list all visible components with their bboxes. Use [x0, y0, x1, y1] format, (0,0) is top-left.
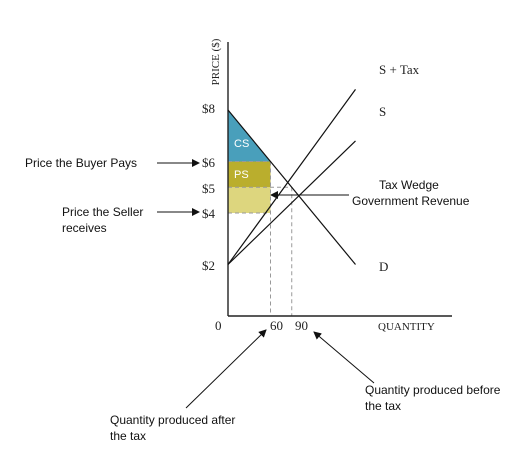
region-government-revenue [228, 187, 271, 213]
curve-d [227, 109, 356, 265]
curves [227, 89, 356, 265]
x-tick-label: 0 [215, 318, 222, 333]
arrow-qty-before [313, 331, 375, 384]
annotation-seller-receives-line2: receives [62, 221, 107, 235]
annotation-government-revenue: Government Revenue [352, 194, 470, 208]
y-axis-title: PRICE ($) [210, 38, 222, 85]
series-label-s: S [379, 104, 386, 119]
guide-lines [228, 161, 293, 316]
curve-s [227, 140, 356, 265]
annotation-buyer-pays: Price the Buyer Pays [25, 156, 137, 170]
y-tick-label: $8 [202, 101, 215, 116]
arrow-qty-after [185, 329, 267, 409]
y-tick-label: $4 [202, 206, 216, 221]
region-label-ps: PS [234, 169, 249, 181]
region-ps [228, 161, 271, 188]
curve-s-tax [227, 89, 356, 265]
x-axis-title: QUANTITY [378, 321, 435, 333]
annotation-qty-after-line2: the tax [110, 429, 146, 443]
annotation-seller-receives: Price the Seller [62, 205, 143, 219]
y-tick-label: $5 [202, 181, 215, 196]
annotation-qty-before-line2: the tax [365, 399, 401, 413]
x-tick-label: 60 [270, 318, 283, 333]
y-tick-label: $2 [202, 258, 215, 273]
x-tick-label: 90 [295, 318, 308, 333]
series-label-s-plus-tax: S + Tax [379, 62, 420, 77]
region-label-cs: CS [234, 138, 249, 150]
annotation-qty-after: Quantity produced after [110, 413, 235, 427]
annotation-qty-before: Quantity produced before [365, 383, 501, 397]
y-tick-label: $6 [202, 155, 216, 170]
annotation-tax-wedge: Tax Wedge [379, 178, 439, 192]
series-label-d: D [379, 259, 388, 274]
